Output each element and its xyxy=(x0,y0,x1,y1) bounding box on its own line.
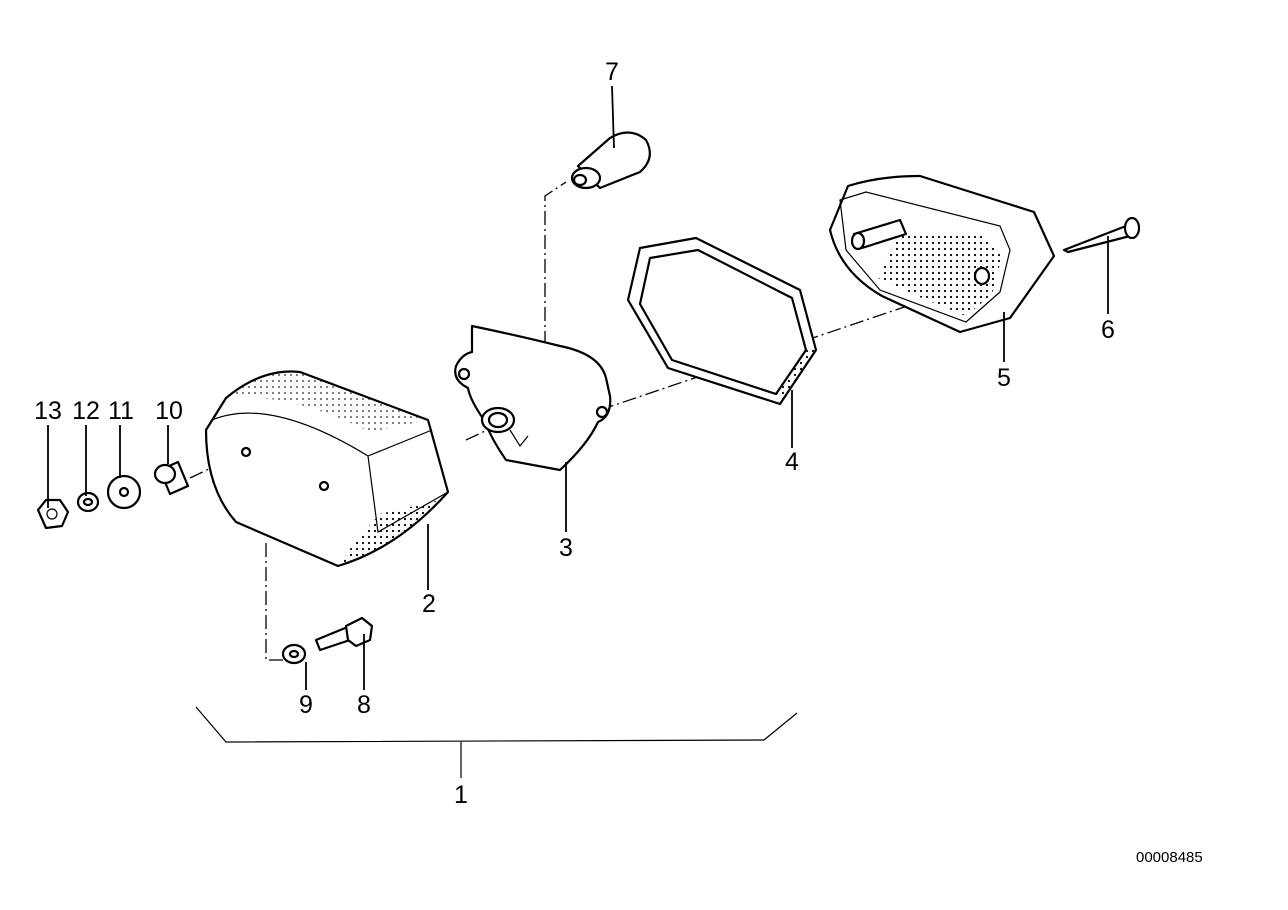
gasket xyxy=(626,236,818,406)
callout-2: 2 xyxy=(422,590,436,618)
callout-9: 9 xyxy=(299,691,313,719)
drawing-number: 00008485 xyxy=(1136,849,1203,866)
callout-labels: 1 2 3 4 5 6 7 8 9 10 11 12 13 xyxy=(34,58,1115,809)
callout-3: 3 xyxy=(559,534,573,562)
callout-12: 12 xyxy=(72,397,100,425)
callout-1: 1 xyxy=(454,781,468,809)
screw-long xyxy=(1062,216,1141,254)
base-plate xyxy=(454,324,612,472)
rubber-grommet xyxy=(106,474,142,510)
callout-4: 4 xyxy=(785,448,799,476)
callout-10: 10 xyxy=(155,397,183,425)
washer xyxy=(76,491,100,513)
hex-nut xyxy=(36,498,70,530)
bulb xyxy=(570,131,651,190)
washer-small xyxy=(281,643,307,665)
callout-13: 13 xyxy=(34,397,62,425)
callout-6: 6 xyxy=(1101,316,1115,344)
callout-7: 7 xyxy=(605,58,619,86)
callout-5: 5 xyxy=(997,364,1011,392)
bolt xyxy=(314,616,374,652)
spacer-sleeve xyxy=(153,460,190,496)
callout-8: 8 xyxy=(357,691,371,719)
lens xyxy=(828,174,1056,334)
callout-11: 11 xyxy=(108,397,134,425)
leader-lines xyxy=(47,85,1109,690)
assembly-bracket xyxy=(195,706,798,778)
lamp-housing xyxy=(204,370,450,568)
